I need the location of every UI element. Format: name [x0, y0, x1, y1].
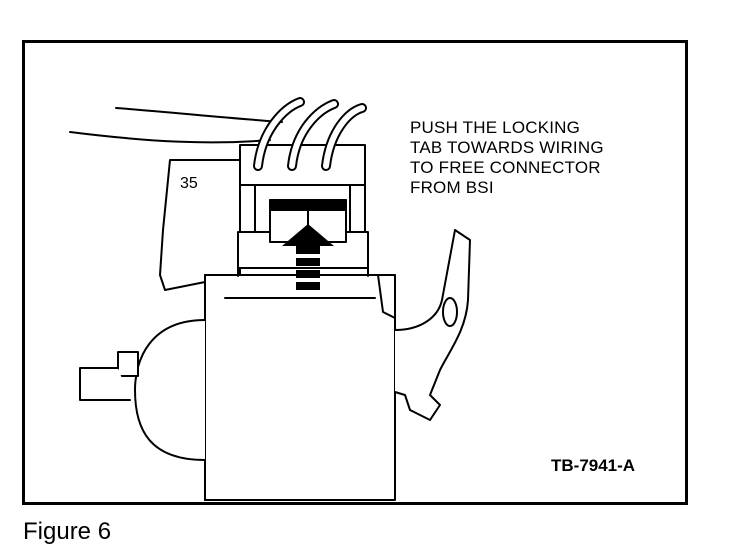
instruction-line: PUSH THE LOCKING [410, 118, 581, 137]
component-body [204, 274, 396, 501]
callout-number: 35 [180, 175, 198, 192]
locking-tab-lip [269, 199, 347, 211]
bracket [394, 229, 471, 421]
figure-caption: Figure 6 [23, 518, 112, 545]
bracket-hole [442, 297, 458, 327]
bsi-module-outline [159, 159, 251, 291]
harness-curve-bottom [69, 131, 271, 144]
instruction-text: PUSH THE LOCKING TAB TOWARDS WIRING TO F… [410, 118, 604, 198]
reference-code: TB-7941-A [551, 456, 636, 475]
shaft-nut [117, 351, 139, 377]
instruction-line: TAB TOWARDS WIRING [410, 138, 604, 157]
wire-3-inner [323, 105, 365, 169]
shaft-pin [79, 367, 131, 401]
instruction-line: FROM BSI [410, 178, 494, 197]
instruction-line: TO FREE CONNECTOR [410, 158, 601, 177]
shaft-boss [134, 319, 206, 461]
component-step [377, 274, 396, 319]
wire-2-inner [289, 101, 337, 169]
harness-curve-top [115, 107, 283, 123]
wire-1-inner [255, 99, 303, 169]
push-arrow [282, 224, 334, 290]
